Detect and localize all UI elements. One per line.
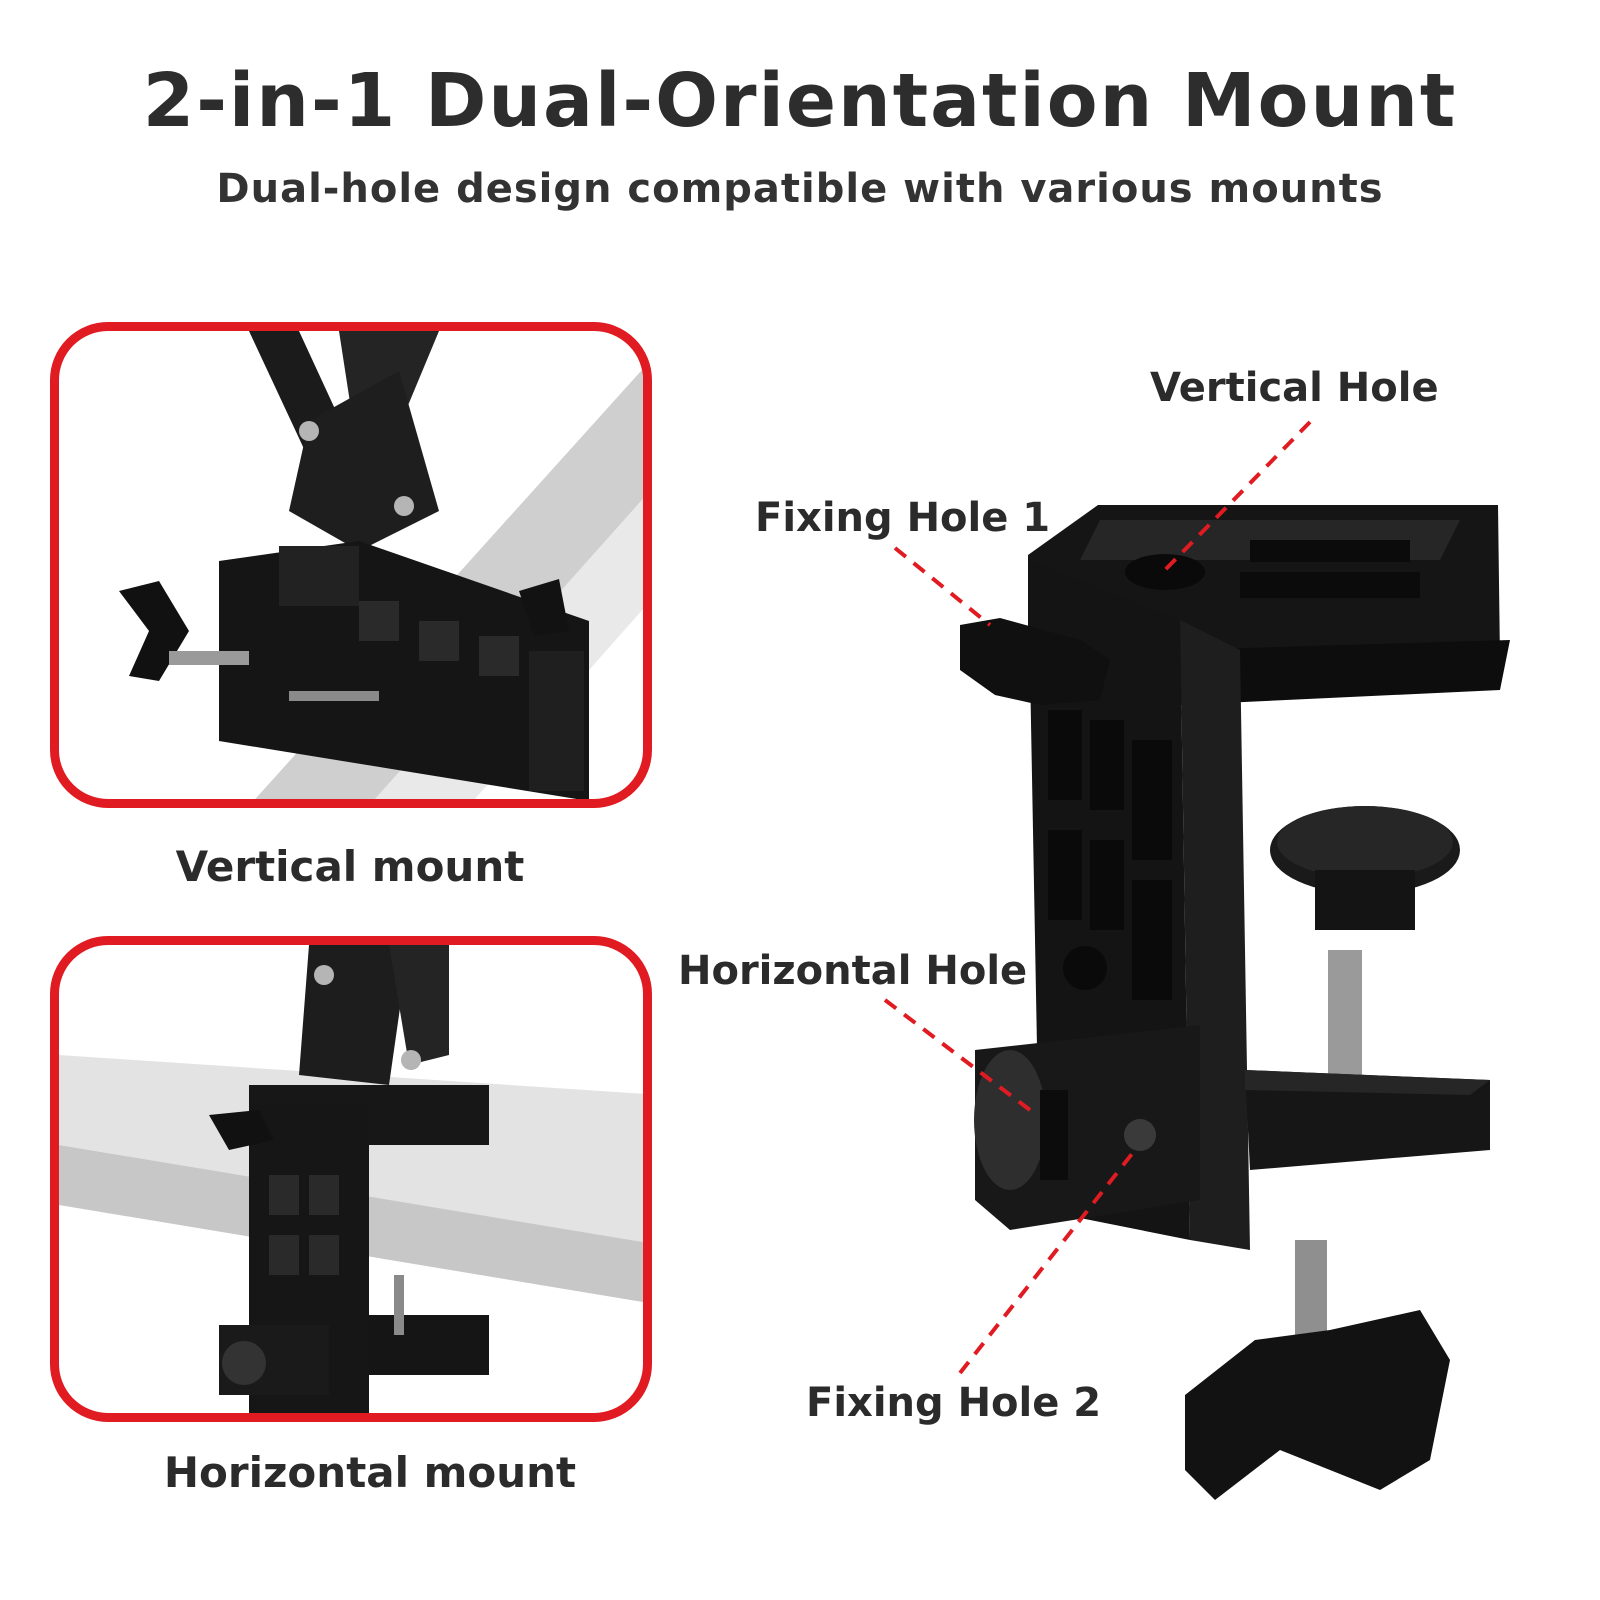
- vertical-mount-illustration: [119, 331, 643, 799]
- horizontal-mount-illustration: [59, 945, 643, 1413]
- horizontal-hole-label: Horizontal Hole: [678, 948, 1028, 994]
- page-subtitle: Dual-hole design compatible with various…: [216, 166, 1384, 212]
- vertical-hole-label: Vertical Hole: [1150, 365, 1439, 411]
- vertical-mount-panel: [50, 322, 652, 808]
- fixing-hole-1-label: Fixing Hole 1: [755, 495, 1051, 541]
- fixing-hole-2-label: Fixing Hole 2: [806, 1380, 1102, 1426]
- vertical-mount-caption: Vertical mount: [175, 842, 525, 891]
- horizontal-mount-caption: Horizontal mount: [163, 1448, 577, 1497]
- horizontal-mount-panel: [50, 936, 652, 1422]
- page-title: 2-in-1 Dual-Orientation Mount: [142, 58, 1458, 144]
